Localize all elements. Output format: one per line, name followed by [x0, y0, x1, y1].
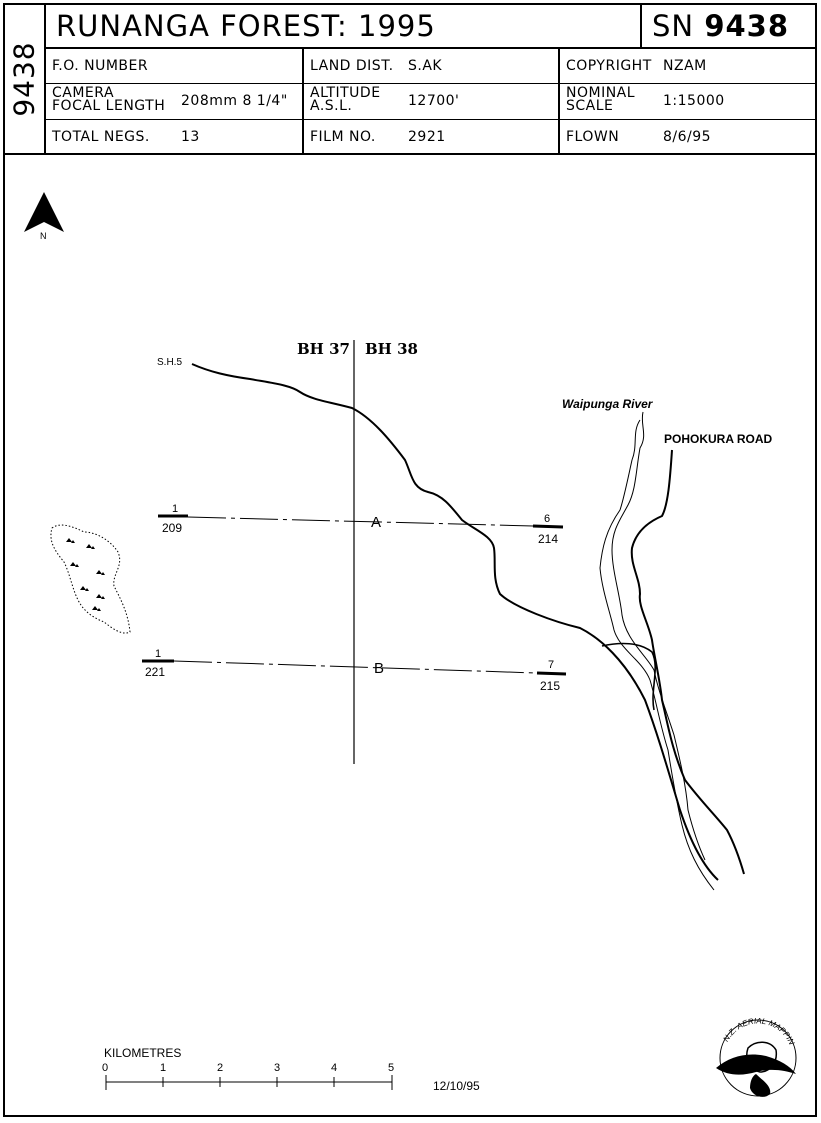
negs-label: TOTAL NEGS. — [52, 129, 150, 145]
road-label: POHOKURA ROAD — [664, 432, 773, 446]
altitude-cell: ALTITUDE A.S.L. 12700' — [304, 84, 560, 119]
map-frame — [3, 3, 817, 1117]
run-b-start-frame: 1 — [155, 648, 162, 660]
tree-icon — [86, 544, 95, 549]
camera-label-line-2: FOCAL LENGTH — [52, 98, 166, 114]
run-b-end-frame: 7 — [548, 659, 555, 671]
run-a-label: A — [371, 514, 382, 531]
camera-label-line-1: CAMERA — [52, 85, 115, 101]
page-title: RUNANGA FOREST: 1995 — [56, 9, 436, 43]
land-dist-value: S.AK — [408, 58, 443, 74]
sn-vertical-tab: 9438 — [3, 3, 46, 155]
run-b-label: B — [374, 660, 385, 677]
flown-cell: FLOWN 8/6/95 — [560, 120, 817, 155]
nz-aerial-mapping-logo: N.Z. AERIAL MAPPING — [0, 0, 797, 1097]
scale-tick-label-2: 2 — [217, 1062, 224, 1074]
flown-value: 8/6/95 — [663, 129, 712, 145]
fo-number-label: F.O. NUMBER — [52, 58, 149, 74]
scale-tick-label-4: 4 — [331, 1062, 338, 1074]
scale-tick-label-0: 0 — [102, 1062, 109, 1074]
negs-cell: TOTAL NEGS. 13 — [46, 120, 304, 155]
river-label: Waipunga River — [562, 397, 653, 411]
scale-cell: NOMINAL SCALE 1:15000 — [560, 84, 817, 119]
scale-title: KILOMETRES — [104, 1046, 182, 1060]
scale-tick-label-1: 1 — [160, 1062, 167, 1074]
header-row-2: CAMERA FOCAL LENGTH 208mm 8 1/4" ALTITUD… — [46, 84, 817, 120]
copyright-cell: COPYRIGHT NZAM — [560, 49, 817, 83]
scale-value: 1:15000 — [663, 93, 725, 109]
altitude-label-line-1: ALTITUDE — [310, 85, 381, 101]
copyright-label: COPYRIGHT — [566, 58, 652, 74]
header-row-3: TOTAL NEGS. 13 FILM NO. 2921 FLOWN 8/6/9… — [46, 120, 817, 155]
sn-label: SN 9438 — [652, 9, 789, 43]
film-value: 2921 — [408, 129, 446, 145]
film-label: FILM NO. — [310, 129, 376, 145]
run-b-end-number: 215 — [540, 679, 561, 693]
north-label: N — [40, 231, 47, 241]
logo-lens-icon — [750, 1074, 771, 1097]
camera-cell: CAMERA FOCAL LENGTH 208mm 8 1/4" — [46, 84, 304, 119]
grid-label-bh38: BH 38 — [365, 340, 418, 358]
film-cell: FILM NO. 2921 — [304, 120, 560, 155]
copyright-value: NZAM — [663, 58, 707, 74]
run-a-end-number: 214 — [538, 532, 559, 546]
run-b-end-marker — [536, 671, 567, 676]
scale-tick-label-5: 5 — [388, 1062, 395, 1074]
scale-bar-ticks — [105, 1075, 393, 1090]
tree-icon — [96, 594, 105, 599]
run-a-end-marker — [532, 524, 564, 529]
river-line-east — [611, 411, 706, 861]
sn-prefix: SN — [652, 9, 695, 43]
highway-label: S.H.5 — [157, 357, 183, 368]
tree-icon — [66, 538, 75, 543]
scale-tick-label-3: 3 — [274, 1062, 281, 1074]
sn-number: 9438 — [704, 9, 790, 43]
tree-icon — [70, 562, 79, 567]
logo-plane-icon — [746, 1041, 778, 1073]
altitude-value: 12700' — [408, 93, 460, 109]
sn-box: SN 9438 — [642, 3, 817, 49]
river-line-west — [599, 419, 715, 891]
highway-sh5-line — [191, 363, 719, 881]
run-a-start-number: 209 — [162, 521, 183, 535]
road-junction-line — [601, 642, 656, 711]
grid-label-bh37: BH 37 — [297, 340, 350, 358]
negs-value: 13 — [181, 129, 200, 145]
north-arrow-icon — [24, 192, 64, 232]
forest-tree-symbols — [66, 538, 105, 611]
forest-patch-outline — [50, 524, 131, 634]
scale-label-line-2: SCALE — [566, 98, 614, 114]
run-a-end-frame: 6 — [544, 513, 551, 525]
altitude-label-line-2: A.S.L. — [310, 98, 353, 114]
run-b-line — [173, 660, 538, 674]
land-dist-label: LAND DIST. — [310, 58, 394, 74]
scale-label-line-1: NOMINAL — [566, 85, 636, 101]
title-box: RUNANGA FOREST: 1995 — [46, 3, 642, 49]
tree-icon — [92, 606, 101, 611]
tree-icon — [80, 586, 89, 591]
run-a-start-frame: 1 — [172, 503, 179, 515]
altitude-label: ALTITUDE A.S.L. — [310, 85, 381, 114]
fo-number-cell: F.O. NUMBER — [46, 49, 304, 83]
pohokura-road-line — [630, 449, 745, 875]
header-block — [3, 3, 817, 155]
run-b-start-number: 221 — [145, 665, 166, 679]
map-date: 12/10/95 — [433, 1079, 480, 1093]
land-dist-cell: LAND DIST. S.AK — [304, 49, 560, 83]
logo-text: N.Z. AERIAL MAPPING — [0, 0, 796, 1046]
tree-icon — [96, 570, 105, 575]
flown-label: FLOWN — [566, 129, 620, 145]
logo-wing-icon — [716, 1054, 796, 1075]
run-a-line — [187, 516, 534, 527]
header-row-1: F.O. NUMBER LAND DIST. S.AK COPYRIGHT NZ… — [46, 49, 817, 84]
camera-value: 208mm 8 1/4" — [181, 93, 288, 109]
camera-label: CAMERA FOCAL LENGTH — [52, 85, 166, 114]
scale-label: NOMINAL SCALE — [566, 85, 636, 114]
